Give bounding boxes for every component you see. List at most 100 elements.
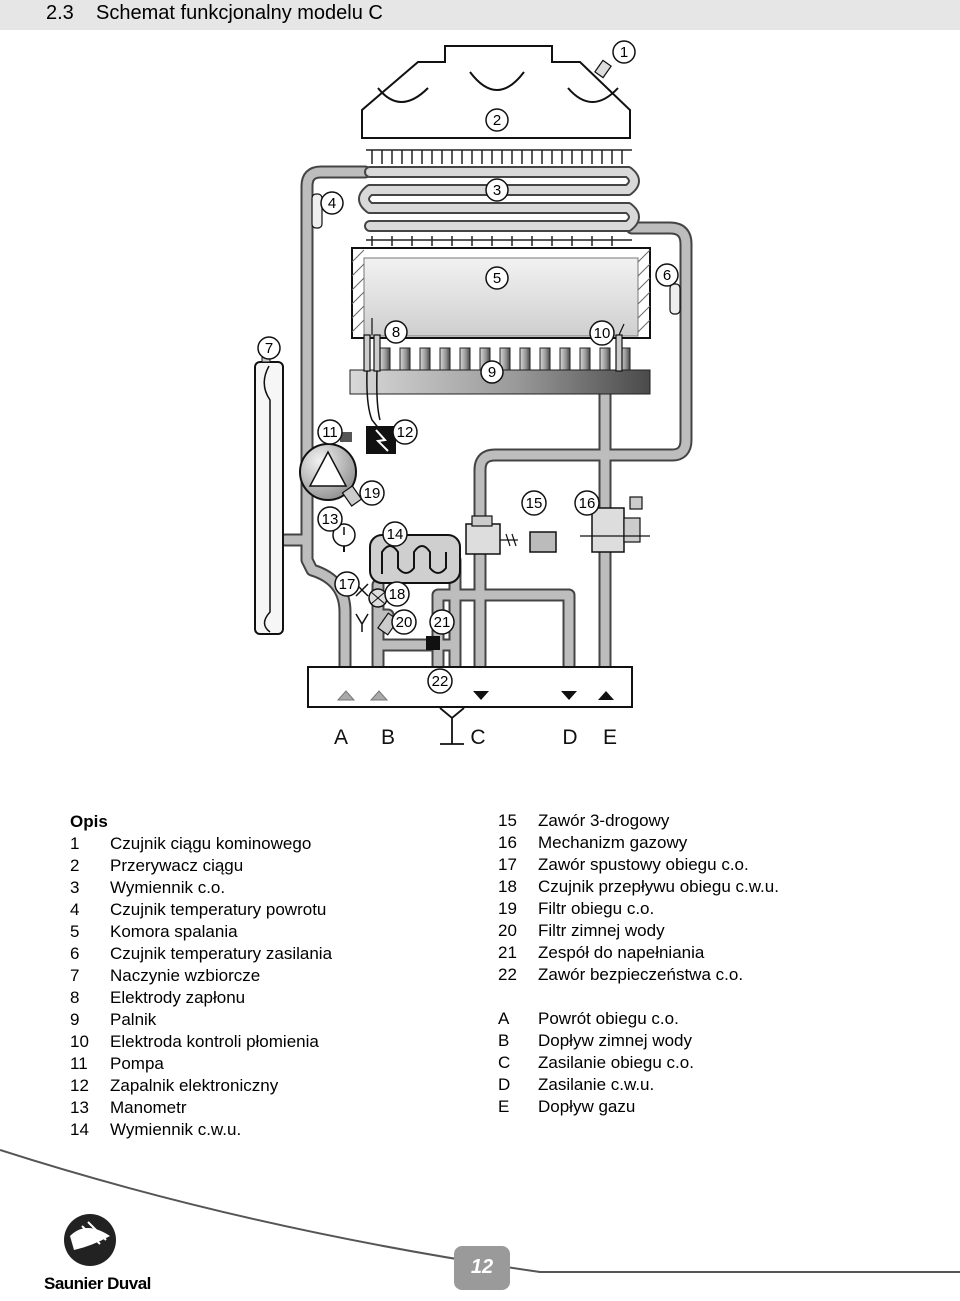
legend-text: Wymiennik c.w.u. xyxy=(110,1120,242,1139)
heat-exchanger-coil xyxy=(358,166,640,232)
legend-text: Pompa xyxy=(110,1054,164,1073)
legend-number: 17 xyxy=(498,855,517,874)
legend-letter: C xyxy=(498,1053,511,1072)
header-bar xyxy=(0,0,960,30)
connection-plate xyxy=(307,666,633,708)
legend-item: 13 Manometr xyxy=(70,1097,332,1119)
legend-text: Powrót obiegu c.o. xyxy=(538,1009,679,1028)
connection-arrows xyxy=(336,690,614,701)
marker-17: 17 xyxy=(334,571,360,597)
dhw-exchanger xyxy=(369,534,461,584)
flame-electrode xyxy=(615,323,625,372)
legend-text: Elektrody zapłonu xyxy=(110,988,246,1007)
marker-6: 6 xyxy=(655,263,679,287)
marker-10: 10 xyxy=(589,320,615,346)
legend-number: 13 xyxy=(70,1098,89,1117)
legend-text: Zawór spustowy obiegu c.o. xyxy=(538,855,749,874)
svg-text:9: 9 xyxy=(488,364,496,381)
legend-item: 14 Wymiennik c.w.u. xyxy=(70,1119,332,1141)
connection-label-e: E xyxy=(603,726,617,749)
legend-text: Dopływ zimnej wody xyxy=(538,1031,692,1050)
legend-number: 22 xyxy=(498,965,517,984)
legend-number: 3 xyxy=(70,878,80,897)
legend-number: 21 xyxy=(498,943,517,962)
svg-text:1: 1 xyxy=(620,44,628,61)
legend-number: 20 xyxy=(498,921,517,940)
legend-text: Zawór 3-drogowy xyxy=(538,811,670,830)
legend-spacer xyxy=(498,986,779,1008)
brand-name: Saunier Duval xyxy=(44,1274,151,1293)
legend-number: 8 xyxy=(70,988,80,1007)
legend-text: Zawór bezpieczeństwa c.o. xyxy=(538,965,744,984)
marker-4: 4 xyxy=(320,191,344,215)
legend-number: 12 xyxy=(70,1076,89,1095)
marker-15: 15 xyxy=(521,490,547,516)
drain-valve xyxy=(355,583,369,632)
svg-text:7: 7 xyxy=(265,340,273,357)
brand-logo-icon xyxy=(64,1214,116,1266)
legend-text: Manometr xyxy=(110,1098,187,1117)
flow-sensor xyxy=(669,283,681,315)
legend-text: Dopływ gazu xyxy=(538,1097,636,1116)
legend-text: Czujnik temperatury zasilania xyxy=(110,944,333,963)
legend-text: Elektroda kontroli płomienia xyxy=(110,1032,319,1051)
marker-18: 18 xyxy=(384,581,410,607)
heat-exchanger-fins xyxy=(366,149,632,164)
legend-number: 18 xyxy=(498,877,517,896)
svg-text:5: 5 xyxy=(493,270,501,287)
expansion-vessel xyxy=(254,353,284,635)
flue-sensor xyxy=(594,59,612,79)
legend-number: 16 xyxy=(498,833,517,852)
three-way-valve xyxy=(465,515,557,555)
svg-text:17: 17 xyxy=(339,576,356,593)
svg-text:18: 18 xyxy=(389,586,406,603)
legend-number: 14 xyxy=(70,1120,89,1139)
marker-3: 3 xyxy=(485,178,509,202)
marker-8: 8 xyxy=(384,320,408,344)
svg-text:15: 15 xyxy=(526,495,543,512)
legend-item: 8 Elektrody zapłonu xyxy=(70,987,332,1009)
legend-number: 1 xyxy=(70,834,80,853)
marker-12: 12 xyxy=(392,419,418,445)
legend-text: Filtr zimnej wody xyxy=(538,921,665,940)
legend-number: 4 xyxy=(70,900,80,919)
legend-number: 11 xyxy=(70,1054,88,1073)
marker-2: 2 xyxy=(485,108,509,132)
ignition-cable xyxy=(366,370,381,431)
legend-item: 20 Filtr zimnej wody xyxy=(498,920,779,942)
legend-text: Czujnik przepływu obiegu c.w.u. xyxy=(538,877,779,896)
svg-text:10: 10 xyxy=(594,325,611,342)
legend-item: 9 Palnik xyxy=(70,1009,332,1031)
legend-text: Czujnik ciągu kominowego xyxy=(110,834,312,853)
legend-item: 17 Zawór spustowy obiegu c.o. xyxy=(498,854,779,876)
svg-text:22: 22 xyxy=(432,673,449,690)
gas-valve xyxy=(580,496,650,553)
legend-number: 9 xyxy=(70,1010,80,1029)
heating-filter xyxy=(341,485,363,507)
svg-text:13: 13 xyxy=(322,511,339,528)
legend-letter: B xyxy=(498,1031,510,1050)
legend-text: Palnik xyxy=(110,1010,157,1029)
legend-text: Naczynie wzbiorcze xyxy=(110,966,261,985)
legend-number: 19 xyxy=(498,899,517,918)
svg-text:8: 8 xyxy=(392,324,400,341)
svg-text:20: 20 xyxy=(396,614,413,631)
section-title: 2.3 Schemat funkcjonalny modelu C xyxy=(46,2,383,24)
legend-letter: D xyxy=(498,1075,511,1094)
legend-item: 18 Czujnik przepływu obiegu c.w.u. xyxy=(498,876,779,898)
safety-drain xyxy=(439,707,465,745)
marker-7: 7 xyxy=(257,336,281,360)
